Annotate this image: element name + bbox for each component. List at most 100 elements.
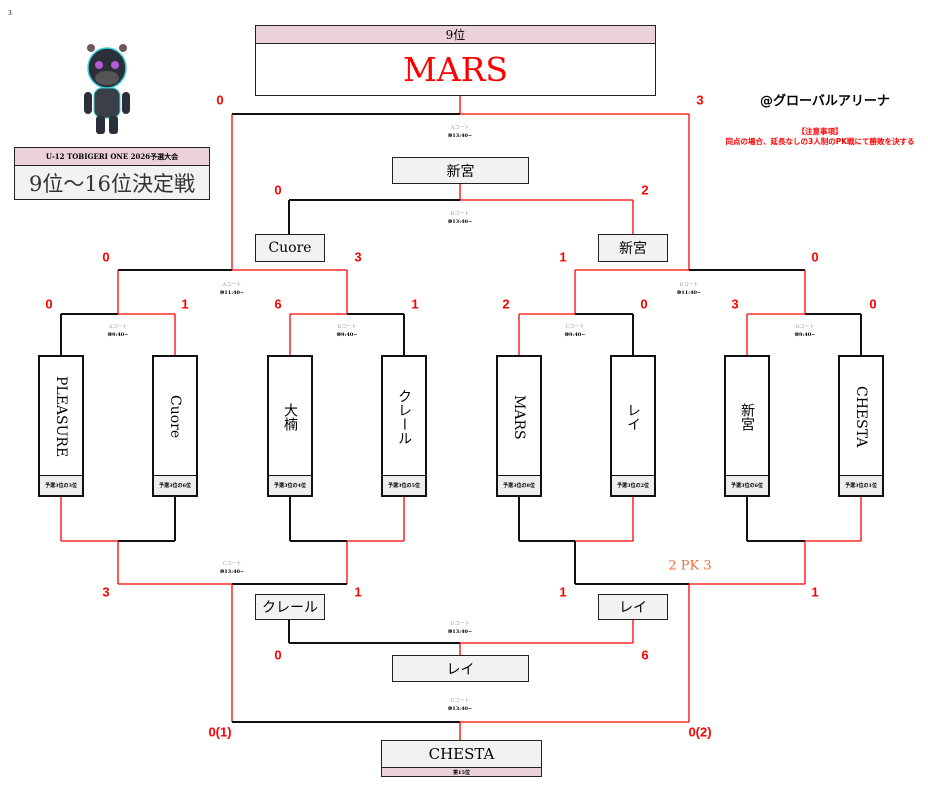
score: 0 — [216, 92, 224, 108]
match-info: Dコート ⑩13:40~ — [448, 620, 472, 636]
team-name: 大楠 — [282, 403, 298, 431]
match-info: Bコート ⑩13:40~ — [448, 210, 472, 226]
team-seed: 予選3位の4位 — [269, 475, 311, 495]
court-name: Dコート — [795, 324, 815, 330]
score: 6 — [274, 296, 282, 312]
team-name: Cuore — [167, 395, 183, 439]
team-box: レイ 予選3位の2位 — [610, 355, 656, 497]
team-seed: 予選3位の3位 — [40, 475, 82, 495]
team-seed: 予選3位の5位 — [383, 475, 425, 495]
match-info: Cコート ⑩13:40~ — [448, 697, 472, 713]
event-title: 9位〜16位決定戦 — [15, 166, 209, 199]
low-right-box: レイ — [598, 594, 668, 620]
match-info: Bコート ⑩9:40~ — [337, 323, 358, 339]
score: 0(2) — [688, 724, 712, 740]
court-name: Bコート — [679, 282, 699, 288]
match-info: Bコート ⑩11:40~ — [677, 281, 701, 297]
match-info: Cコート ⑩9:40~ — [565, 323, 586, 339]
score: 0 — [811, 249, 819, 265]
score: 3 — [354, 249, 362, 265]
score: 0(1) — [208, 724, 232, 740]
team-box: MARS 予選3位の8位 — [496, 355, 542, 497]
team-name: レイ — [625, 403, 641, 431]
match-time: ⑩9:40~ — [794, 332, 816, 338]
match-time: ⑩9:40~ — [564, 332, 586, 338]
team-name: PLEASURE — [53, 376, 69, 458]
score: 1 — [559, 249, 567, 265]
team-box: 新宮 予選3位の6位 — [724, 355, 770, 497]
hippo-mascot-logo — [84, 44, 130, 134]
court-name: Cコート — [565, 324, 585, 330]
top-rank: 9位 — [256, 26, 655, 44]
team-name: MARS — [511, 394, 527, 440]
score: 6 — [641, 647, 649, 663]
bottom-winner-box: CHESTA 第15位 — [381, 740, 542, 777]
court-name: Aコート — [450, 125, 470, 131]
score: 3 — [102, 584, 110, 600]
pk-result: 2 PK 3 — [668, 558, 712, 574]
score: 0 — [274, 647, 282, 663]
team-box: CHESTA 予選3位の1位 — [838, 355, 884, 497]
score: 0 — [45, 296, 53, 312]
team-seed: 予選3位の8位 — [498, 475, 540, 495]
low-winner-box: レイ — [392, 655, 529, 682]
team-seed: 予選3位の1位 — [840, 475, 882, 495]
score: 3 — [696, 92, 704, 108]
score: 1 — [559, 584, 567, 600]
team-name: 新宮 — [739, 403, 755, 431]
score: 0 — [640, 296, 648, 312]
tournament-name: U-12 TOBIGERI ONE 2026予選大会 — [15, 148, 209, 166]
page-number: 3 — [8, 10, 12, 17]
notes-body: 同点の場合、延長なしの3人制のPK戦にて勝敗を決する — [725, 137, 915, 146]
mid-winner-box: 新宮 — [392, 157, 529, 184]
match-time: ⑩11:40~ — [676, 290, 702, 296]
team-seed: 予選3位の2位 — [612, 475, 654, 495]
match-info: Dコート ⑩9:40~ — [795, 323, 816, 339]
mid-left-box: Cuore — [255, 234, 325, 262]
team-box: Cuore 予選3位の6位 — [152, 355, 198, 497]
match-time: ⑩13:40~ — [447, 133, 473, 139]
team-box: クレール 予選3位の5位 — [381, 355, 427, 497]
low-left-box: クレール — [255, 594, 325, 620]
court-name: Bコート — [337, 324, 357, 330]
score: 2 — [502, 296, 510, 312]
court-name: Aコート — [108, 324, 128, 330]
top-winner-box: 9位 MARS — [255, 25, 656, 96]
score: 1 — [811, 584, 819, 600]
score: 0 — [274, 182, 282, 198]
top-winner-name: MARS — [402, 50, 509, 89]
match-time: ⑩13:40~ — [447, 219, 473, 225]
score: 1 — [354, 584, 362, 600]
match-info: Cコート ⑩13:40~ — [220, 560, 244, 576]
bottom-winner-name: CHESTA — [382, 741, 541, 768]
notes-heading: 【注意事項】 — [797, 127, 843, 136]
team-box: 大楠 予選3位の4位 — [267, 355, 313, 497]
match-info: Aコート ⑩11:40~ — [220, 281, 244, 297]
team-name: CHESTA — [853, 386, 869, 448]
match-time: ⑩13:40~ — [219, 569, 245, 575]
score: 3 — [731, 296, 739, 312]
team-name: クレール — [396, 389, 412, 445]
team-seed: 予選3位の6位 — [154, 475, 196, 495]
team-box: PLEASURE 予選3位の3位 — [38, 355, 84, 497]
match-time: ⑩11:40~ — [219, 290, 245, 296]
court-name: Cコート — [450, 698, 470, 704]
event-title-card: U-12 TOBIGERI ONE 2026予選大会 9位〜16位決定戦 — [14, 147, 210, 200]
score: 1 — [181, 296, 189, 312]
court-name: Cコート — [222, 561, 242, 567]
score: 0 — [869, 296, 877, 312]
score: 0 — [102, 249, 110, 265]
match-info: Aコート ⑩13:40~ — [448, 124, 472, 140]
mid-right-box: 新宮 — [598, 234, 668, 262]
court-name: Dコート — [450, 621, 470, 627]
venue: @グローバルアリーナ — [760, 94, 890, 109]
team-seed: 予選3位の6位 — [726, 475, 768, 495]
score: 2 — [641, 182, 649, 198]
match-time: ⑩9:40~ — [107, 332, 129, 338]
bottom-rank: 第15位 — [382, 768, 541, 776]
court-name: Aコート — [222, 282, 242, 288]
court-name: Bコート — [450, 211, 470, 217]
match-info: Aコート ⑩9:40~ — [108, 323, 129, 339]
